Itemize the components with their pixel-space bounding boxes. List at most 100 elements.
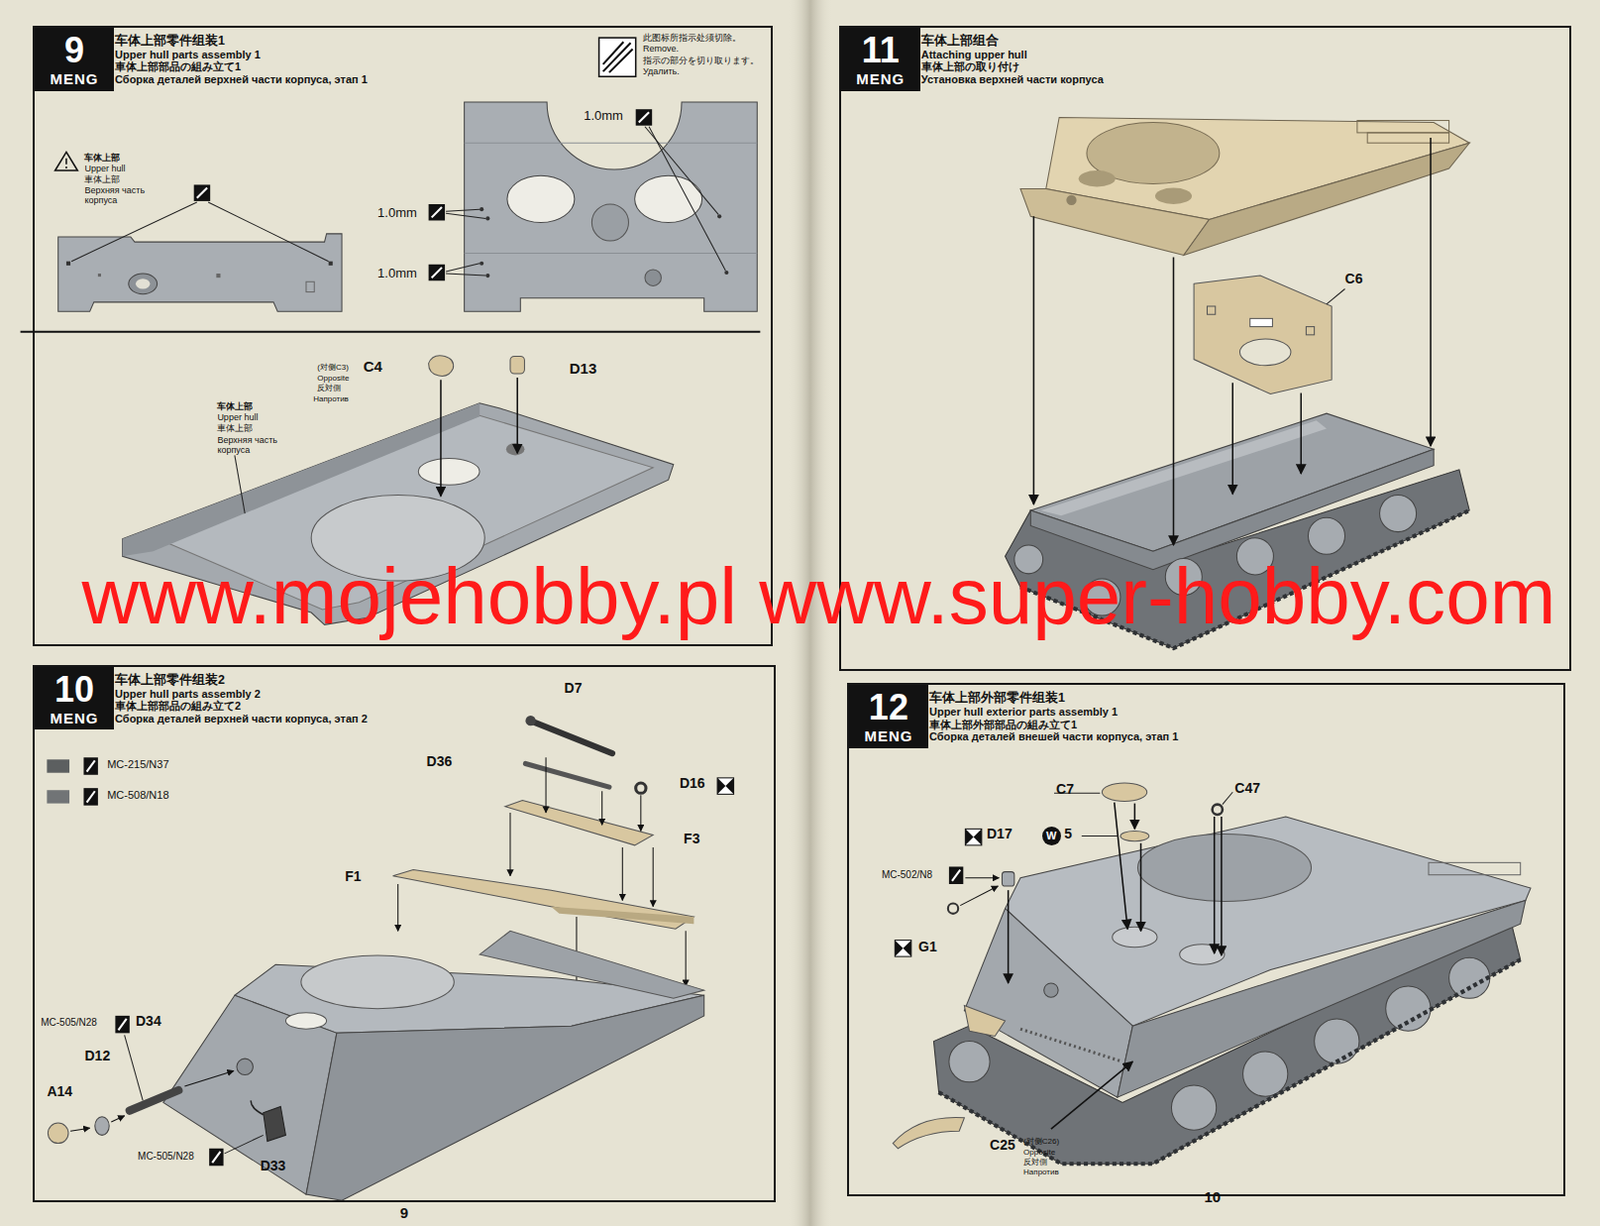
part-number: D7: [564, 680, 583, 696]
step-badge: 10MENG: [34, 666, 114, 731]
front-parts: [124, 1034, 144, 1100]
note-text: Opposite: [317, 374, 349, 384]
exterior-parts: [1220, 816, 1223, 956]
cut-icon: [71, 184, 329, 261]
exterior-parts: [1120, 830, 1150, 841]
bowtie-icon: [717, 777, 734, 794]
upper-hull: [1155, 188, 1192, 205]
note-text: Напротив: [313, 395, 349, 405]
part-f-frames: [505, 800, 653, 846]
exterior-parts: [949, 865, 963, 884]
exterior-parts: [892, 1117, 964, 1149]
part-c4: [428, 355, 454, 497]
tank-hull: [933, 816, 1531, 1164]
hull-side-plate: [66, 261, 71, 266]
front-parts: [129, 1089, 179, 1111]
note-text: 指示の部分を切り取ります。: [642, 56, 759, 67]
warning-icon: [65, 158, 68, 165]
heading-text: 車体上部の取り付け: [921, 60, 1104, 74]
tank-hull: [1386, 985, 1431, 1031]
tank-hull: [963, 1005, 1005, 1037]
step-heading: 车体上部零件组装2Upper hull parts assembly 2車体上部…: [114, 672, 368, 726]
page-fold: [787, 0, 833, 1226]
hull-top-plate: [464, 102, 758, 312]
part-c6: [1193, 275, 1332, 394]
exterior-parts: [1140, 843, 1143, 932]
part-number: D12: [84, 1048, 110, 1064]
part-c6: [1239, 338, 1291, 366]
exterior-parts: [1101, 782, 1147, 802]
assembly-arrows: [1033, 215, 1036, 504]
exterior-parts: [1212, 804, 1223, 815]
note-text: 此图标所指示处须切除。: [642, 33, 742, 44]
hull-top-plate: [717, 213, 722, 218]
heading-text: 車体上部部品の組み立て2: [114, 699, 368, 713]
upper-hull: [1367, 132, 1449, 143]
heading-chinese: 车体上部组合: [921, 33, 1104, 49]
part-f-frames: [550, 906, 694, 925]
tank-hull: [963, 908, 1133, 1098]
step-panel: 车体上部零件组装1Upper hull parts assembly 1車体上部…: [32, 25, 773, 646]
upper-hull: [1066, 195, 1076, 206]
front-parts: [209, 1148, 223, 1167]
exterior-parts: [1134, 803, 1137, 830]
cut-icon: [197, 188, 208, 199]
part-f-frames: [397, 883, 399, 931]
part-f-frames: [652, 847, 654, 907]
hull-top-plate: [485, 215, 490, 220]
part-c6: [1250, 318, 1274, 326]
lower-hull: [1041, 420, 1327, 516]
part-c6: [1193, 275, 1345, 394]
exterior-parts: [1114, 802, 1128, 930]
brand-mark: MENG: [849, 727, 929, 746]
note-text: MC-505/N28: [137, 1150, 195, 1162]
tank-hull: [1171, 1084, 1216, 1130]
part-f-frames: [509, 812, 511, 876]
part-number: G1: [918, 939, 938, 955]
step-number: 10: [34, 669, 114, 710]
exterior-parts: [892, 782, 1233, 1149]
exterior-parts: [952, 869, 960, 881]
paint-swatch: [46, 756, 99, 805]
heading-chinese: 车体上部零件组装2: [114, 672, 368, 688]
page-number: 10: [1203, 1188, 1221, 1206]
assembly-arrows: [1173, 257, 1175, 545]
cut-icon: [445, 263, 480, 272]
warning-icon: [65, 166, 68, 169]
part-number: D33: [260, 1158, 287, 1174]
paint-swatch: [46, 758, 70, 772]
note-text: Верхняя часть корпуса: [84, 186, 158, 207]
part-f-frames: [640, 794, 641, 831]
part-number: D17: [986, 826, 1013, 842]
part-number: C4: [363, 358, 383, 376]
paint-swatch: [83, 787, 98, 806]
tank-hull: [1449, 957, 1491, 998]
heading-text: Сборка деталей внешей части корпуса, эта…: [929, 730, 1178, 744]
tank-hull: [1314, 1018, 1360, 1064]
decal-badge: W: [1042, 826, 1062, 846]
upper-hull: [285, 1012, 326, 1029]
hull-side-plate: [328, 261, 333, 266]
tank-hull: [1117, 899, 1526, 1097]
part-d13: [510, 355, 525, 453]
front-parts: [250, 1099, 263, 1114]
part-rods: [525, 715, 535, 726]
step-number: 11: [841, 30, 921, 71]
front-parts: [212, 1151, 220, 1163]
note-text: 反対側: [1023, 1158, 1048, 1168]
hull-side-plate: [58, 233, 342, 312]
cut-icon: [208, 202, 329, 262]
step-badge: 12MENG: [849, 684, 929, 748]
exterior-parts: [960, 885, 998, 906]
dimension: 1.0mm: [583, 108, 624, 123]
step-panel: 车体上部外部零件组装1Upper hull exterior parts ass…: [847, 682, 1566, 1196]
exterior-parts: [948, 903, 959, 914]
part-number: C7: [1056, 781, 1074, 797]
cut-icon: [639, 111, 649, 122]
bowtie-icon: [964, 828, 981, 845]
tank-hull: [1428, 861, 1521, 874]
part-f-frames: [601, 790, 603, 825]
upper-hull: [234, 454, 245, 514]
heading-text: Attaching upper hull: [921, 48, 1104, 62]
